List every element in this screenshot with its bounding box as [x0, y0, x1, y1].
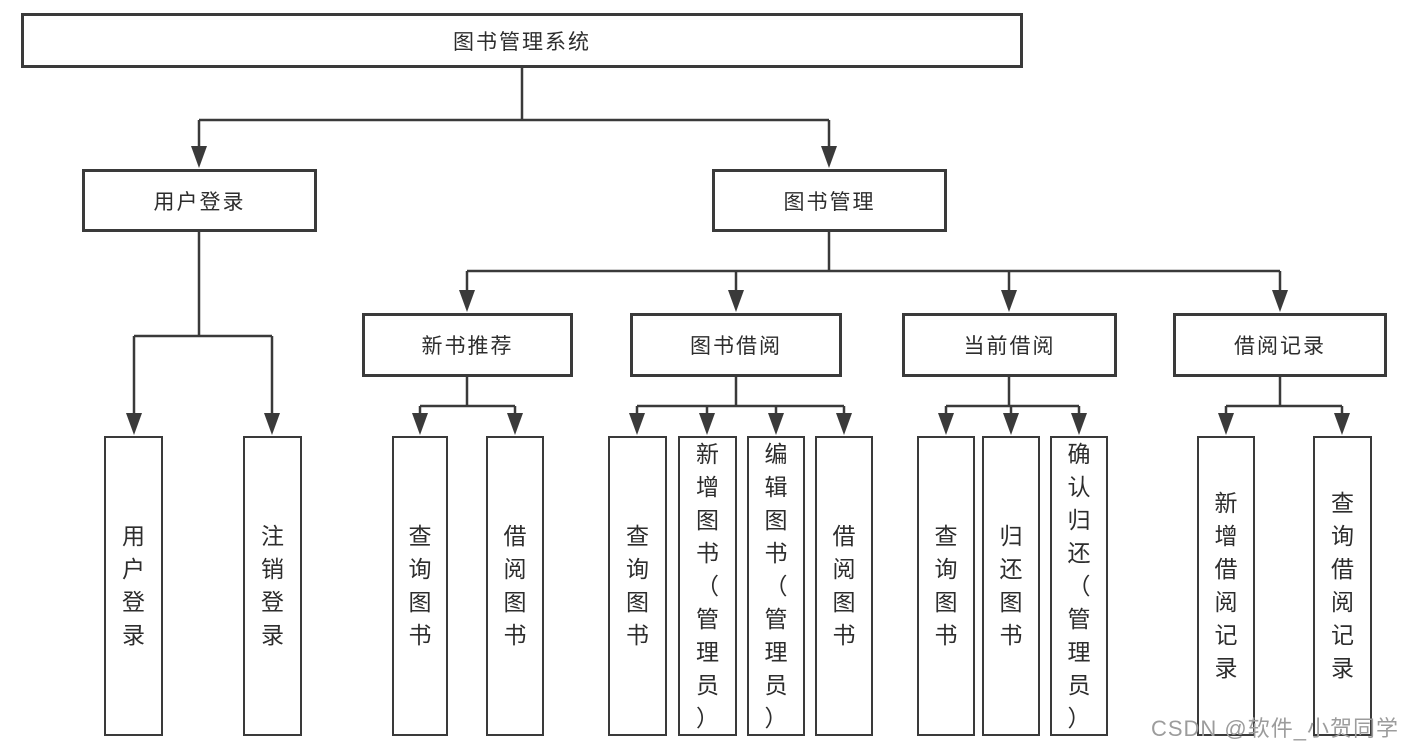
- node-current-borrowing: 当前借阅: [902, 313, 1117, 377]
- leaf-label: 查询借阅记录: [1331, 490, 1354, 681]
- leaf-label: 借阅图书: [503, 523, 527, 648]
- leaf-label: 查询图书: [626, 523, 649, 648]
- leaf-query-books-borrow: 查询图书: [608, 436, 667, 736]
- leaf-label: 查询图书: [408, 523, 432, 648]
- leaf-confirm-return-admin: 确认归还（管理员）: [1050, 436, 1108, 736]
- leaf-user-login: 用户登录: [104, 436, 163, 736]
- node-book-management: 图书管理: [712, 169, 947, 232]
- node-borrowing-records: 借阅记录: [1173, 313, 1387, 377]
- leaf-label: 注销登录: [261, 523, 284, 648]
- leaf-return-books: 归还图书: [982, 436, 1040, 736]
- node-root: 图书管理系统: [21, 13, 1023, 68]
- node-new-book-recommend: 新书推荐: [362, 313, 573, 377]
- watermark-text: CSDN @软件_小贺同学: [1150, 716, 1399, 741]
- leaf-edit-books-admin: 编辑图书（管理员）: [747, 436, 805, 736]
- leaf-label: 用户登录: [122, 523, 145, 648]
- leaf-query-borrow-record: 查询借阅记录: [1313, 436, 1372, 736]
- leaf-label: 借阅图书: [832, 523, 856, 648]
- leaf-label: 确认归还（管理员）: [1067, 440, 1091, 731]
- leaf-label: 归还图书: [999, 523, 1023, 648]
- leaf-borrow-books-recommend: 借阅图书: [486, 436, 544, 736]
- node-user-login: 用户登录: [82, 169, 317, 232]
- leaf-borrow-books: 借阅图书: [815, 436, 873, 736]
- leaf-add-books-admin: 新增图书（管理员）: [678, 436, 737, 736]
- leaf-add-borrow-record: 新增借阅记录: [1197, 436, 1255, 736]
- leaf-label: 查询图书: [934, 523, 958, 648]
- leaf-label: 编辑图书（管理员）: [764, 440, 788, 731]
- leaf-logout: 注销登录: [243, 436, 302, 736]
- leaf-label: 新增借阅记录: [1214, 490, 1238, 681]
- leaf-query-books-recommend: 查询图书: [392, 436, 448, 736]
- leaf-label: 新增图书（管理员）: [696, 440, 719, 731]
- leaf-query-books-current: 查询图书: [917, 436, 975, 736]
- node-book-borrowing: 图书借阅: [630, 313, 842, 377]
